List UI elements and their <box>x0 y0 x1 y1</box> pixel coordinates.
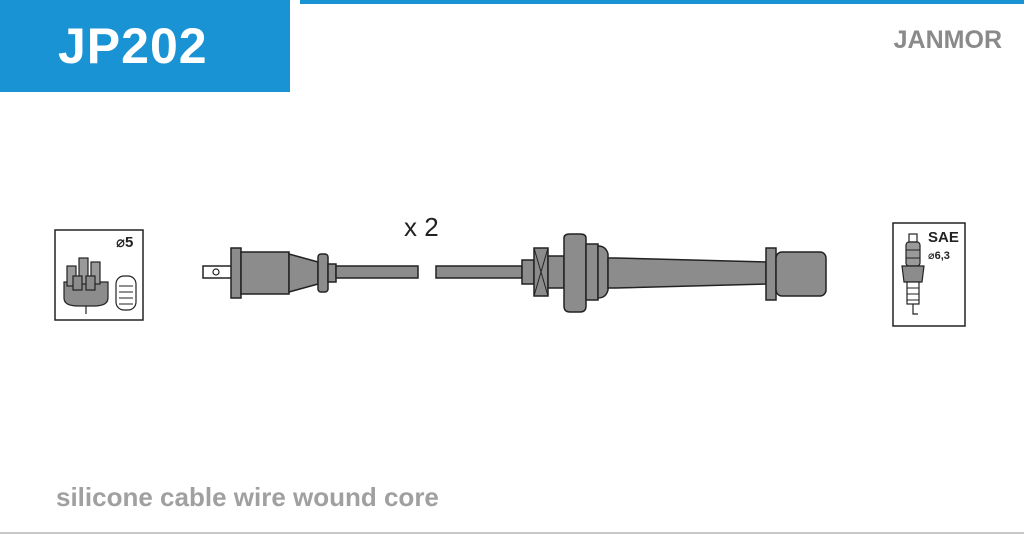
plug-diameter-label: ⌀6,3 <box>928 250 950 262</box>
header-rule <box>300 0 1024 4</box>
plug-type-label: SAE <box>928 229 959 246</box>
quantity-label: x 2 <box>404 212 439 242</box>
footer-rule <box>0 532 1024 534</box>
distributor-end-connector <box>202 247 337 299</box>
part-number-banner: JP202 <box>0 0 290 92</box>
product-description: silicone cable wire wound core <box>56 482 439 512</box>
cable <box>335 265 523 279</box>
spark-plug-end-connector <box>521 233 827 313</box>
spark-plug-icon <box>892 222 966 327</box>
distributor-cap-icon <box>54 229 144 321</box>
part-number: JP202 <box>58 18 208 74</box>
distributor-diameter-label: ⌀5 <box>116 234 133 251</box>
brand-name: JANMOR <box>893 26 1002 54</box>
